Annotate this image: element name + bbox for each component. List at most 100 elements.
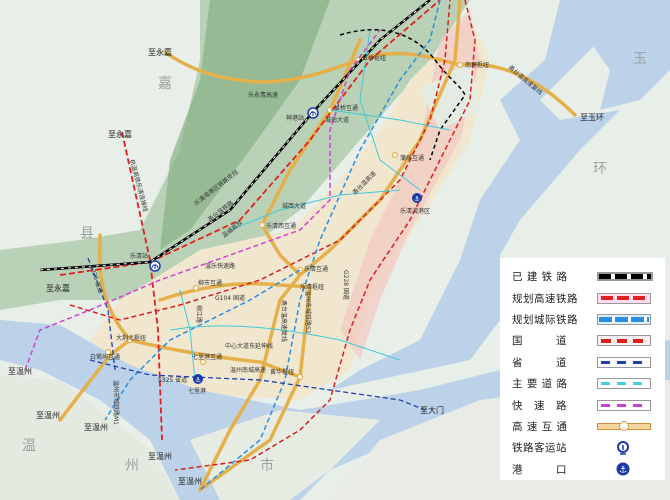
legend-row-provincial-road: 省 道	[512, 352, 659, 373]
yueqingwan-port-label: 乐清湾港区	[400, 207, 430, 215]
liushi-ic-label: 柳市互通	[198, 279, 222, 287]
legend-label: 铁路客运站	[512, 442, 567, 455]
yongtaiwen-fuxian-highway	[260, 38, 362, 277]
legend-row-existing-railway: 已 建 铁 路	[512, 266, 659, 287]
legend-label: 规划高速铁路	[512, 292, 578, 305]
g104-highway	[158, 281, 312, 302]
g228-label: G228 国道	[342, 270, 350, 300]
dest-yongjia-3: 至永嘉	[46, 283, 70, 293]
bay-island	[420, 60, 480, 130]
yueqingxi-ic-icon	[258, 221, 266, 229]
m1-label: 温州市域铁路M1	[112, 380, 120, 425]
dest-wenzhou-3: 至温州	[84, 423, 108, 432]
wenle-fast-label: 温乐快速路	[205, 262, 235, 270]
dest-yuhuan: 至玉环	[580, 113, 604, 122]
legend-label: 高 速 互 通	[512, 420, 568, 433]
huanghua-hub-icon	[296, 373, 304, 381]
qiligang-ic-icon	[199, 358, 207, 366]
region-label-zhou: 州	[125, 458, 139, 474]
s2-intercity-rail	[199, 0, 441, 491]
shengang-station-label: 神港站	[286, 114, 304, 122]
provincial-roads	[87, 257, 426, 411]
legend-row-interchange: 高 速 互 通	[512, 416, 659, 437]
yueqing-hub-label: 乐清枢纽	[300, 283, 324, 291]
leyongqing-label: 乐永青高速	[248, 91, 278, 99]
main-road-symbol	[597, 378, 651, 390]
liujiang-label: 柳江路	[195, 305, 203, 323]
legend-label: 省 道	[512, 356, 567, 369]
dest-wenzhou-2: 至温州	[36, 411, 60, 420]
intercity-symbol	[597, 313, 651, 325]
hsr-symbol	[597, 292, 651, 304]
port-anchor-icon: ⚓	[597, 462, 649, 476]
g104-label: G104 国道	[215, 294, 245, 302]
region-label-huan: 环	[593, 161, 607, 177]
hangwen-hsr-line	[121, 131, 163, 441]
legend-row-port: 港 口 ⚓	[512, 459, 659, 480]
s325-south-label: S325 省道	[158, 376, 187, 384]
legend-label: 港 口	[512, 463, 567, 476]
dest-yongjia-1: 至永嘉	[148, 47, 172, 57]
hongqiao-ic-label: 虹桥互通	[334, 104, 358, 112]
dest-wenzhou-1: 至温州	[8, 367, 32, 376]
existing-railways	[39, 0, 466, 272]
legend-row-national-road: 国 道	[512, 330, 659, 351]
mountain-ridge	[160, 0, 330, 250]
railway-station-icon	[597, 440, 649, 455]
chengxi-avenue	[229, 189, 401, 231]
nantang-hub-label: 南塘枢纽	[465, 61, 489, 69]
legend-row-station: 铁路客运站	[512, 437, 659, 458]
qiligang-port-icon[interactable]: ⚓	[193, 374, 203, 384]
yueqingwan-port-icon[interactable]: ⚓	[412, 193, 422, 203]
yueqing-station-icon[interactable]	[149, 260, 161, 272]
legend-row-main-road: 主 要 道 路	[512, 373, 659, 394]
dest-yongjia-2: 至永嘉	[108, 129, 132, 139]
bailuyu-ic-label: 白鹭屿互通	[90, 353, 120, 361]
national-roads	[69, 0, 476, 471]
oujiang-river	[0, 320, 670, 500]
legend-row-hsr: 规划高速铁路	[512, 287, 659, 308]
dest-damen: 至大门	[420, 405, 444, 415]
yuewan-rail-branch	[339, 29, 466, 161]
s325-south	[89, 359, 426, 411]
legend-label: 规划城际铁路	[512, 313, 578, 326]
svg-text:⚓: ⚓	[619, 466, 627, 476]
planned-intercity-rails	[104, 0, 441, 491]
chengnan-avenue	[329, 109, 451, 131]
dajingbei-hub-icon	[126, 336, 134, 344]
s2-label: 温州市域铁路S2	[304, 290, 312, 334]
yongtaiwen-south-highway	[198, 285, 312, 492]
island-south	[190, 410, 380, 500]
provincial-road-symbol	[597, 356, 651, 368]
region-label-jia: 嘉	[158, 76, 172, 92]
g228-national-road	[174, 0, 476, 471]
yueqing-station-label: 乐清站	[130, 252, 148, 260]
existing-railway-symbol	[597, 272, 653, 282]
qiligang-port-label: 七里港	[188, 387, 206, 395]
dajingbei-hub-label: 大荆北枢纽	[116, 334, 146, 342]
zhongxin-avenue	[169, 325, 401, 361]
yueqing-ic-label: 乐清互通	[304, 265, 328, 273]
main-road-1	[359, 29, 421, 191]
region-label-shi: 市	[260, 457, 274, 474]
liushi-ic-icon	[192, 284, 200, 292]
wenle-fast-road	[24, 29, 381, 371]
yongtaiwen-fuxian-label: 甬台温高速复线	[280, 300, 288, 342]
wenzhou-land	[0, 375, 180, 500]
svg-text:⚓: ⚓	[414, 195, 420, 203]
shengang-station-icon[interactable]	[307, 107, 319, 119]
national-road-symbol	[597, 335, 651, 347]
legend-label: 已 建 铁 路	[512, 271, 568, 284]
legend-label: 国 道	[512, 335, 567, 348]
region-label-wen: 温	[22, 438, 36, 454]
map-legend: 已 建 铁 路 规划高速铁路 规划城际铁路 国 道 省 道 主 要 道 路 快 …	[500, 258, 665, 480]
chengnan-label: 城南大道	[325, 116, 349, 124]
hongqiao-hub-label: 虹桥枢纽	[362, 54, 386, 62]
fast-roads	[24, 29, 381, 371]
urban-area	[90, 20, 490, 400]
interchange-symbol	[597, 421, 651, 432]
legend-label: 主 要 道 路	[512, 378, 568, 391]
qiligang-ic-label: 七里港互通	[192, 353, 222, 361]
zhongxin-label: 中心大道东延伸线	[225, 342, 273, 350]
s325-north	[87, 257, 116, 371]
